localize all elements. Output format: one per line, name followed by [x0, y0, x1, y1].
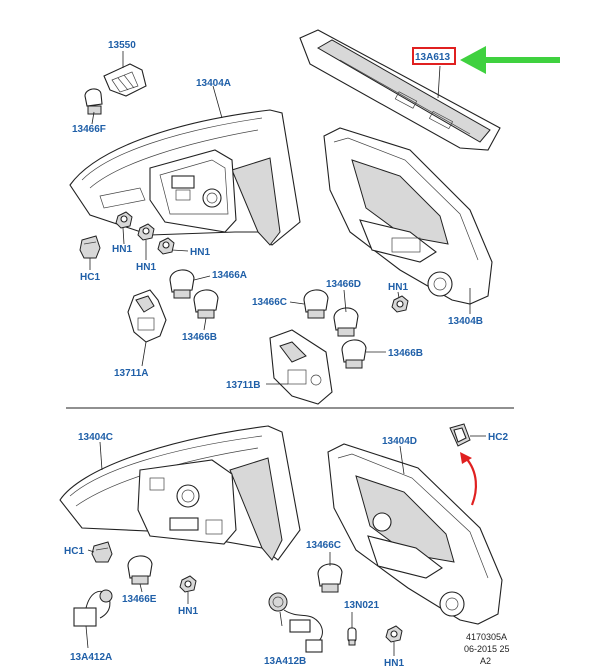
- nut-hn1-d: [391, 295, 409, 313]
- label-hn1-b: HN1: [136, 262, 156, 273]
- bulb-13466b-a: [193, 289, 219, 319]
- label-hc1-b: HC1: [64, 546, 84, 557]
- label-hn1-a: HN1: [112, 244, 132, 255]
- label-13466b-b: 13466B: [388, 348, 423, 359]
- bulb-holder-13711a: [127, 289, 167, 343]
- leader-lines: [85, 51, 486, 656]
- curved-arrow-head: [460, 452, 472, 464]
- bulb-holder-13550: [103, 63, 147, 97]
- label-13404d: 13404D: [382, 436, 417, 447]
- bulb-13466e: [127, 555, 153, 585]
- label-hc1-a: HC1: [80, 272, 100, 283]
- bulb-13466c-b: [317, 563, 343, 593]
- label-13404a: 13404A: [196, 78, 231, 89]
- label-13404b: 13404B: [448, 316, 483, 327]
- lamp-assembly-13404c: [59, 425, 301, 561]
- label-hn1-e: HN1: [178, 606, 198, 617]
- bulb-13466a: [169, 269, 195, 299]
- lamp-assembly-13404a: [69, 109, 301, 246]
- label-13466e: 13466E: [122, 594, 157, 605]
- label-13466f: 13466F: [72, 124, 106, 135]
- clip-hc1-a: [79, 235, 101, 259]
- clip-hc2: [449, 423, 471, 447]
- reference-code: 4170305A: [466, 632, 507, 642]
- label-13a412b: 13A412B: [264, 656, 306, 667]
- wiring-harness-13a412a: [73, 589, 113, 627]
- nut-hn1-e: [179, 575, 197, 593]
- label-13466a: 13466A: [212, 270, 247, 281]
- bulb-13n021: [347, 627, 357, 646]
- nut-hn1-f: [385, 625, 403, 643]
- nut-hn1-c: [157, 237, 175, 255]
- label-13404c: 13404C: [78, 432, 113, 443]
- label-13466c-a: 13466C: [252, 297, 287, 308]
- bulb-13466d: [333, 307, 359, 337]
- curved-arrow-icon: [465, 457, 478, 506]
- label-hn1-d: HN1: [388, 282, 408, 293]
- label-13466c-b: 13466C: [306, 540, 341, 551]
- label-13466b-a: 13466B: [182, 332, 217, 343]
- bulb-13466f: [84, 88, 103, 115]
- label-13711b: 13711B: [226, 380, 260, 391]
- bulb-holder-13711b: [269, 329, 333, 405]
- lamp-assembly-13404b: [323, 127, 493, 305]
- bulb-13466b-b: [341, 339, 367, 369]
- label-hn1-c: HN1: [190, 247, 210, 258]
- wiring-harness-13a412b: [268, 592, 323, 653]
- nut-hn1-b: [137, 223, 155, 241]
- highlight-box: [412, 47, 456, 65]
- label-hc2: HC2: [488, 432, 508, 443]
- label-hn1-f: HN1: [384, 658, 404, 668]
- lamp-assembly-13404d: [327, 443, 503, 625]
- clip-hc1-b: [91, 541, 113, 563]
- bulb-13466c-a: [303, 289, 329, 319]
- label-13711a: 13711A: [114, 368, 148, 379]
- label-13a613: 13A613: [415, 52, 450, 63]
- light-bar-13a613: [299, 29, 501, 151]
- reference-sheet: A2: [480, 656, 491, 666]
- label-13n021: 13N021: [344, 600, 379, 611]
- label-13466d: 13466D: [326, 279, 361, 290]
- label-13a412a: 13A412A: [70, 652, 112, 663]
- reference-date: 06-2015 25: [464, 644, 510, 654]
- pointer-arrow-icon: [460, 46, 560, 74]
- nut-hn1-a: [115, 211, 133, 229]
- label-13550: 13550: [108, 40, 136, 51]
